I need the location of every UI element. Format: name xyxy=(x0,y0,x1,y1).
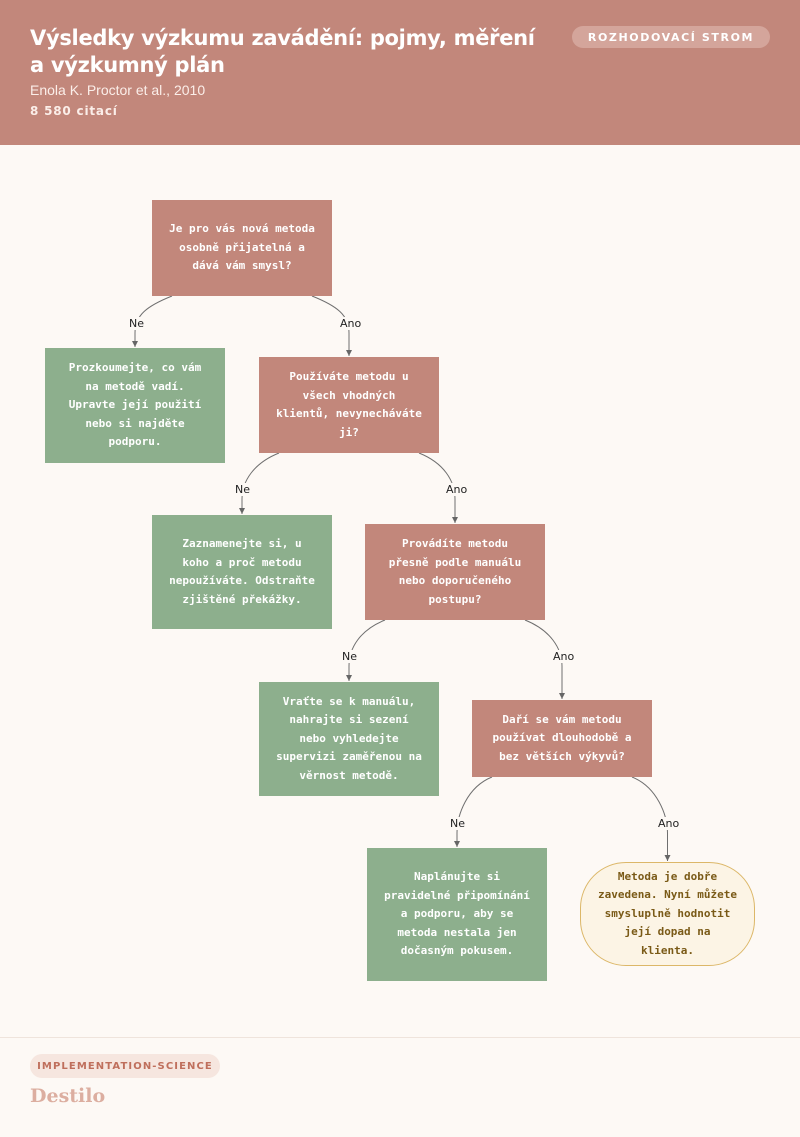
edge-q1-a1 xyxy=(132,295,173,347)
edge-label-q4-a4: Ne xyxy=(449,817,466,830)
edge-q4-end xyxy=(631,776,671,861)
edge-q4-a4 xyxy=(454,776,493,847)
edge-q3-q4 xyxy=(524,619,565,699)
edge-label-q1-a1: Ne xyxy=(128,317,145,330)
node-text: Používáte metodu u všech vhodných klient… xyxy=(276,370,422,439)
brand-logo: Destilo xyxy=(30,1085,106,1107)
action-node-a1: Prozkoumejte, co vám na metodě vadí. Upr… xyxy=(45,348,225,463)
node-text: Provádíte metodu přesně podle manuálu ne… xyxy=(388,537,522,606)
edge-q2-a2 xyxy=(239,452,280,514)
edge-q1-q2 xyxy=(311,295,352,356)
edge-label-q3-a3: Ne xyxy=(341,650,358,663)
action-node-a2: Zaznamenejte si, u koho a proč metodu ne… xyxy=(152,515,332,629)
node-text: Daří se vám metodu používat dlouhodobě a… xyxy=(492,712,632,763)
node-text: Je pro vás nová metoda osobně přijatelná… xyxy=(169,222,315,273)
citation-count: 8 580 citací xyxy=(30,104,118,118)
question-node-q1: Je pro vás nová metoda osobně přijatelná… xyxy=(152,200,332,296)
node-text: Zaznamenejte si, u koho a proč metodu ne… xyxy=(169,537,315,606)
edge-q2-q3 xyxy=(418,452,458,523)
header: Výsledky výzkumu zavádění: pojmy, měření… xyxy=(0,0,800,145)
question-node-q2: Používáte metodu u všech vhodných klient… xyxy=(259,357,439,453)
outcome-node-end: Metoda je dobře zavedena. Nyní můžete sm… xyxy=(580,862,755,966)
question-node-q3: Provádíte metodu přesně podle manuálu ne… xyxy=(365,524,545,620)
question-node-q4: Daří se vám metodu používat dlouhodobě a… xyxy=(472,700,652,777)
edge-label-q3-q4: Ano xyxy=(552,650,576,663)
node-text: Vraťte se k manuálu, nahrajte si sezení … xyxy=(276,694,422,782)
action-node-a4: Naplánujte si pravidelné připomínání a p… xyxy=(367,848,547,981)
footer-divider xyxy=(0,1037,800,1038)
topic-tag[interactable]: IMPLEMENTATION-SCIENCE xyxy=(30,1054,220,1078)
edge-label-q2-a2: Ne xyxy=(234,483,251,496)
node-text: Prozkoumejte, co vám na metodě vadí. Upr… xyxy=(68,361,202,449)
edge-label-q2-q3: Ano xyxy=(445,483,469,496)
edge-q3-a3 xyxy=(346,619,386,681)
diagram-type-badge: ROZHODOVACÍ STROM xyxy=(572,26,770,48)
edge-label-q4-end: Ano xyxy=(657,817,681,830)
action-node-a3: Vraťte se k manuálu, nahrajte si sezení … xyxy=(259,682,439,796)
page-title: Výsledky výzkumu zavádění: pojmy, měření… xyxy=(30,26,535,77)
authors: Enola K. Proctor et al., 2010 xyxy=(30,82,206,98)
node-text: Naplánujte si pravidelné připomínání a p… xyxy=(384,870,530,958)
edge-label-q1-q2: Ano xyxy=(339,317,363,330)
node-text: Metoda je dobře zavedena. Nyní můžete sm… xyxy=(597,869,738,957)
